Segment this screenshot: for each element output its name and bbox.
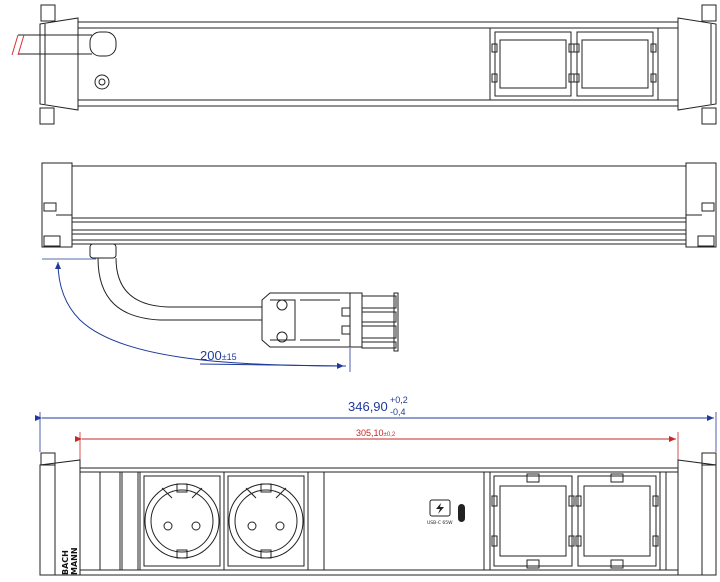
side-left-cap bbox=[41, 162, 73, 248]
data-modules-top bbox=[489, 27, 659, 101]
schuko-socket-1 bbox=[139, 471, 225, 571]
connector-cable bbox=[97, 257, 262, 321]
side-body bbox=[71, 165, 687, 245]
cable-length-value: 200±15 bbox=[200, 348, 237, 363]
usb-c-module: USB-C 65W bbox=[427, 499, 465, 526]
mounting-length-dimension: 305,10±0,2 bbox=[75, 428, 679, 468]
overall-length-dimension: 346,90 +0,2 -0,4 bbox=[35, 395, 717, 452]
svg-text:BACH: BACH bbox=[61, 550, 70, 575]
cable-entry bbox=[89, 31, 117, 57]
top-body bbox=[77, 21, 679, 107]
top-view bbox=[11, 4, 717, 125]
overall-length-tol-upper: +0,2 bbox=[390, 395, 408, 405]
usb-label: USB-C 65W bbox=[427, 520, 453, 526]
cable-length-dimension: 200±15 bbox=[42, 258, 351, 372]
data-modules-front bbox=[489, 471, 661, 571]
overall-length-tol-lower: -0,4 bbox=[390, 407, 406, 417]
mounting-length-value: 305,10±0,2 bbox=[356, 428, 396, 438]
front-right-cap bbox=[677, 452, 717, 576]
side-view bbox=[41, 162, 717, 352]
brand-logo: BACH MANN bbox=[61, 547, 79, 575]
usb-charging-icon bbox=[429, 499, 451, 517]
schuko-socket-2 bbox=[223, 471, 309, 571]
front-body bbox=[79, 467, 679, 576]
overall-length-value: 346,90 bbox=[348, 399, 388, 414]
left-end-cap bbox=[39, 4, 79, 125]
usb-c-port bbox=[458, 504, 465, 522]
right-end-cap bbox=[677, 4, 717, 125]
plug-connector bbox=[261, 292, 399, 352]
side-right-cap bbox=[685, 162, 717, 248]
svg-text:MANN: MANN bbox=[70, 547, 79, 575]
cable-stub bbox=[11, 34, 92, 56]
screw-icon bbox=[94, 74, 110, 90]
front-view bbox=[39, 452, 717, 576]
cable-outlet bbox=[89, 243, 117, 259]
